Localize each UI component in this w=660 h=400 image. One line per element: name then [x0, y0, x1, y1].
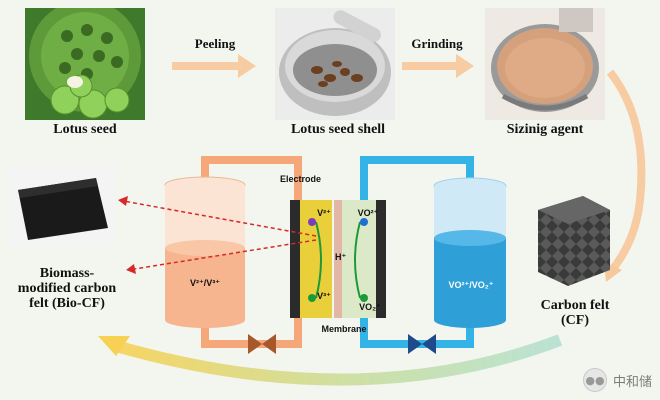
label-bio-cf-text: Biomass- modified carbon felt (Bio-CF) — [17, 266, 117, 311]
label-grinding: Grinding — [411, 36, 463, 51]
label-left-top-ion: V²⁺ — [317, 208, 331, 218]
watermark: ●● 中和储 — [582, 368, 652, 392]
lotus-seed-photo — [25, 8, 145, 120]
label-lotus-seed: Lotus seed — [53, 122, 117, 137]
pointer-bottom — [127, 239, 317, 271]
bottom-curved-arrow — [114, 334, 563, 386]
watermark-text: 中和储 — [612, 374, 652, 390]
left-electrode-dark — [290, 200, 300, 318]
label-bio-cf: Biomass- modified carbon felt (Bio-CF) — [6, 266, 128, 311]
right-electrode-light — [342, 200, 376, 318]
right-loop-pipe — [360, 156, 474, 200]
membrane — [334, 200, 342, 318]
left-tank — [164, 176, 246, 328]
label-left-bottom-ion: V³⁺ — [317, 291, 331, 301]
label-carbon-felt: Carbon felt (CF) — [520, 298, 630, 328]
wechat-icon: ●● — [582, 368, 607, 392]
sizing-agent-photo — [485, 8, 605, 120]
label-left-tank: V²⁺/V³⁺ — [189, 278, 220, 288]
grinding-arrow — [402, 54, 474, 78]
label-h-plus: H⁺ — [335, 252, 347, 262]
pointer-top — [117, 199, 317, 237]
label-peeling: Peeling — [194, 36, 236, 51]
label-lotus-seed-shell: Lotus seed shell — [290, 122, 386, 137]
label-right-top-ion: VO²⁺ — [357, 208, 379, 218]
label-sizing-agent: Sizinig agent — [506, 122, 584, 137]
left-electrode-yellow — [300, 200, 332, 318]
bio-cf-photo — [8, 166, 116, 246]
curved-arrow-right — [606, 69, 646, 273]
right-pump — [408, 334, 422, 354]
peeling-arrow — [172, 54, 256, 78]
lotus-seed-shell-photo — [275, 8, 395, 120]
ion-left-bottom — [308, 294, 316, 302]
label-carbon-felt-text: Carbon felt (CF) — [540, 298, 610, 328]
label-electrode: Electrode — [280, 174, 322, 184]
ion-right-bottom — [360, 294, 368, 302]
right-electrode-dark — [376, 200, 386, 318]
label-right-bottom-ion: VO₂⁺ — [359, 302, 381, 312]
right-tank — [433, 177, 507, 328]
label-right-tank: VO²⁺/VO₂⁺ — [448, 280, 494, 290]
ion-right-top — [360, 218, 368, 226]
ion-left-top — [308, 218, 316, 226]
label-membrane: Membrane — [321, 324, 367, 334]
carbon-felt-image — [528, 190, 618, 290]
left-pump — [248, 334, 262, 354]
